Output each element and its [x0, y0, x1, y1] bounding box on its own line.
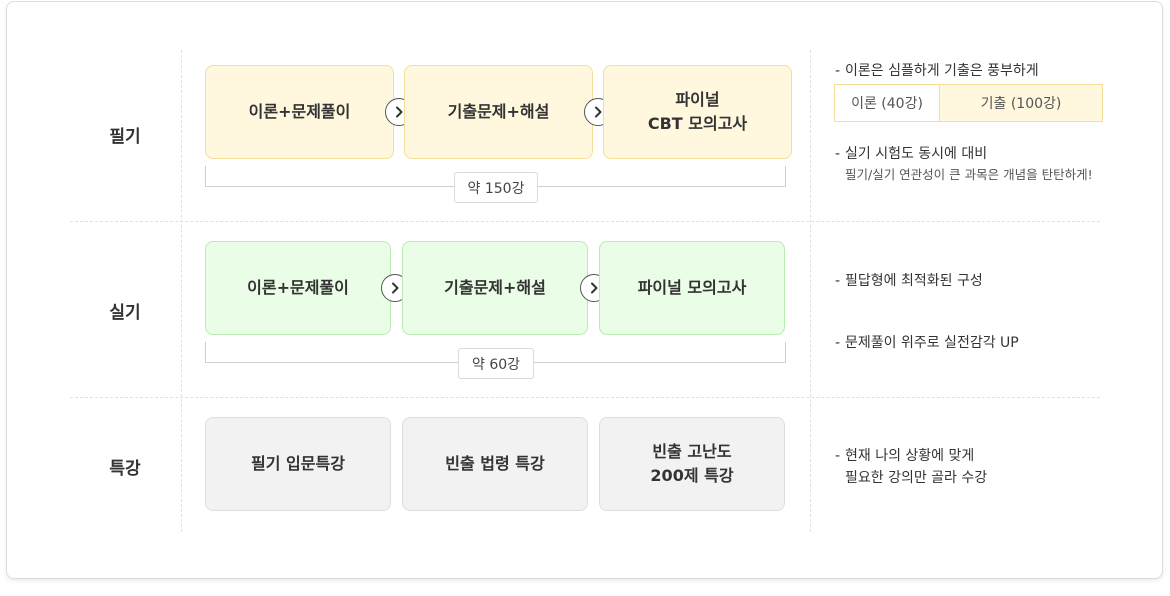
step-label-line2: 200제 특강	[650, 466, 734, 485]
step-theory-problems[interactable]: 이론+문제풀이	[205, 241, 391, 335]
special-statutes[interactable]: 빈출 법령 특강	[402, 417, 588, 511]
row-label-special: 특강	[109, 459, 141, 479]
total-badge: 약 60강	[458, 348, 534, 379]
note-written-2-sub: 필기/실기 연관성이 큰 과목은 개념을 탄탄하게!	[845, 167, 1093, 182]
note-practical-1: -필답형에 최적화된 구성	[835, 273, 983, 289]
note-special-1: -현재 나의 상황에 맞게	[835, 448, 975, 464]
note-written-1: -이론은 심플하게 기출은 풍부하게	[835, 63, 1039, 79]
step-final-cbt[interactable]: 파이널 CBT 모의고사	[603, 65, 792, 159]
step-theory-problems[interactable]: 이론+문제풀이	[205, 65, 394, 159]
split-past: 기출 (100강)	[940, 85, 1102, 121]
step-label: 기출문제+해설	[444, 278, 546, 297]
label-column-divider	[181, 50, 182, 532]
row-divider	[70, 397, 1100, 398]
total-badge: 약 150강	[454, 172, 538, 203]
step-label: 이론+문제풀이	[248, 102, 351, 121]
step-label: 필기 입문특강	[251, 454, 345, 473]
step-label: 기출문제+해설	[447, 102, 550, 121]
row-divider	[70, 221, 1100, 222]
note-written-2: -실기 시험도 동시에 대비	[835, 146, 988, 162]
step-label: 이론+문제풀이	[247, 278, 349, 297]
lecture-split-bar: 이론 (40강) 기출 (100강)	[834, 84, 1103, 122]
split-theory: 이론 (40강)	[835, 85, 940, 121]
note-special-1-line2: 필요한 강의만 골라 수강	[845, 470, 988, 486]
step-label-line2: CBT 모의고사	[647, 114, 748, 133]
row-label-written: 필기	[109, 127, 141, 147]
notes-column-divider	[810, 50, 811, 532]
special-intro[interactable]: 필기 입문특강	[205, 417, 391, 511]
step-final-mock[interactable]: 파이널 모의고사	[599, 241, 785, 335]
step-past-exams[interactable]: 기출문제+해설	[402, 241, 588, 335]
step-past-exams[interactable]: 기출문제+해설	[404, 65, 593, 159]
step-label-line1: 빈출 고난도	[652, 442, 732, 461]
row-label-practical: 실기	[109, 303, 141, 323]
step-label: 파이널 모의고사	[637, 278, 747, 297]
step-label-line1: 파이널	[675, 90, 720, 109]
note-practical-2: -문제풀이 위주로 실전감각 UP	[835, 335, 1019, 351]
step-label: 빈출 법령 특강	[445, 454, 545, 473]
special-hard-200[interactable]: 빈출 고난도 200제 특강	[599, 417, 785, 511]
